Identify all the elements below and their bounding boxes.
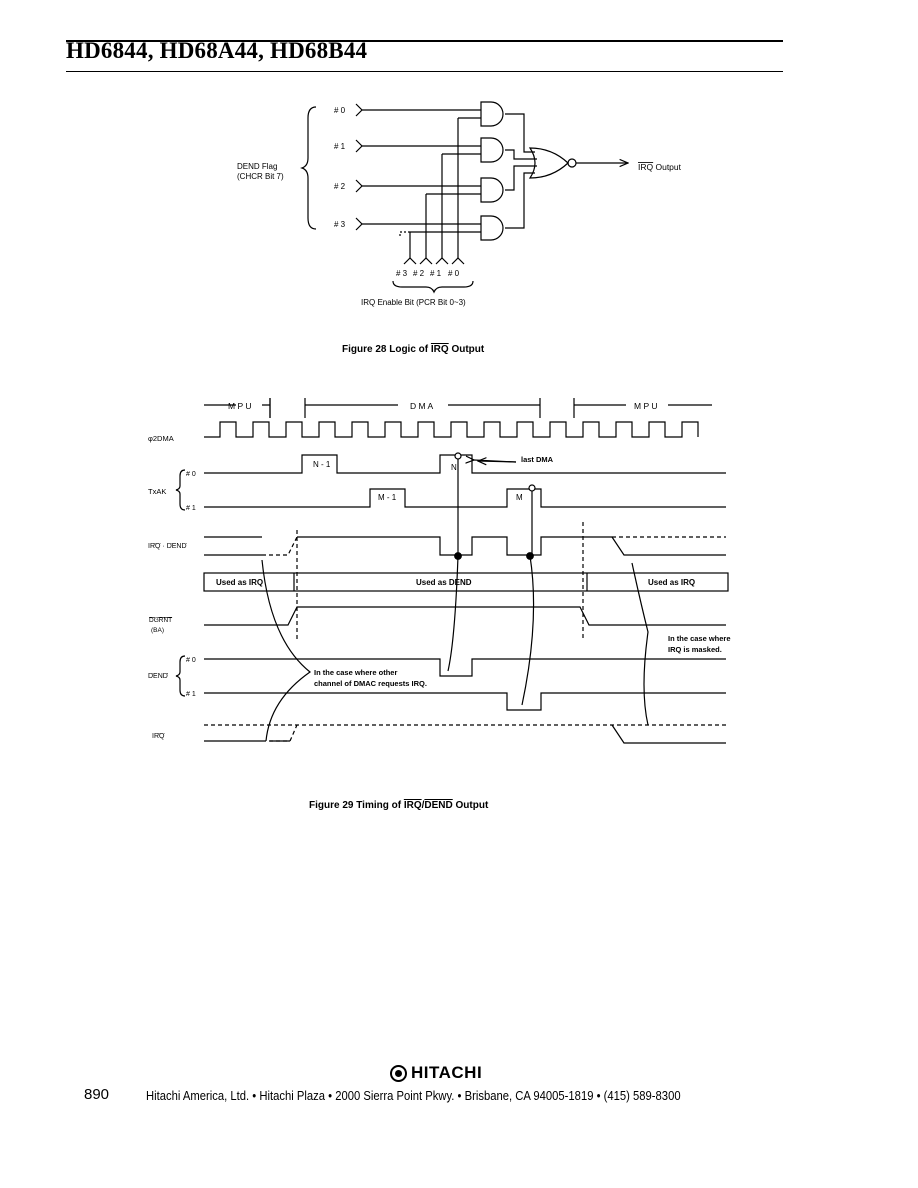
and-gate-3 [480,215,504,241]
note-last-dma: last DMA [521,455,554,464]
txak-ch1-label: # 1 [186,505,196,512]
signal-phi2dma: φ2DMA [148,434,174,443]
irq-waveform [204,724,726,744]
signal-ba: (BA) [151,627,164,634]
footer-address: Hitachi America, Ltd. • Hitachi Plaza • … [146,1089,681,1103]
note-other-channel-1: In the case where other [314,668,397,677]
page-header-title: HD6844, HD68A44, HD68B44 [66,38,368,63]
enable-bit-1: # 1 [430,269,442,278]
and-gate-1 [480,137,504,163]
enable-bit-0: # 0 [448,269,460,278]
hitachi-logo: HITACHI [390,1063,482,1083]
input0-chevron [355,103,363,117]
pulse-m: M [516,493,523,502]
input2-chevron [355,179,363,193]
dend-ch0-label: # 0 [186,657,196,664]
txak-ch0-label: # 0 [186,471,196,478]
hitachi-logo-text: HITACHI [411,1063,483,1082]
signal-irq-dend: IRQ · DEND [148,543,187,550]
txak1-waveform [204,488,726,508]
dend1-waveform [204,692,726,711]
used-as-dend: Used as DEND [416,578,472,587]
enable-bit-label: IRQ Enable Bit (PCR Bit 0~3) [361,298,466,307]
dend-ch1-label: # 1 [186,691,196,698]
used-as-irq-left: Used as IRQ [216,578,263,587]
pulse-n-minus-1: N - 1 [313,460,331,469]
figure28-diagram [300,101,628,294]
signal-txak: TxAK [148,487,166,496]
pulse-n: N [451,463,457,472]
page-number: 890 [84,1086,110,1103]
input-label-0: # 0 [334,106,346,115]
enable-bit-3: # 3 [396,269,408,278]
pulse-m-minus-1: M - 1 [378,493,397,502]
txak0-waveform [204,454,726,474]
signal-dend: DEND [148,673,168,680]
used-as-irq-right: Used as IRQ [648,578,695,587]
hitachi-logo-icon [390,1064,407,1082]
figure29-timing-diagram [175,398,729,744]
figure28-caption: Figure 28 Logic of IRQ Output [342,344,485,355]
chcr-bit-label: (CHCR Bit 7) [237,172,284,181]
header-rule-top [66,40,783,42]
dend-flag-brace [300,106,317,230]
and-gate-2 [480,177,504,203]
header-rule-bottom [66,71,783,72]
enable-brace [392,280,474,294]
and-gate-0 [480,101,504,127]
signal-dgrnt: DGRNT [149,617,172,624]
phi2dma-clock [204,421,699,438]
note-masked-1: In the case where [668,634,731,643]
phase-label-mpu-2: M P U [634,401,657,411]
note-other-channel-2: channel of DMAC requests IRQ. [314,679,427,688]
input-label-3: # 3 [334,220,346,229]
dend0-waveform [204,658,726,677]
figure29-caption: Figure 29 Timing of IRQ/DEND Output [309,800,489,811]
input-label-2: # 2 [334,182,346,191]
input1-chevron [355,139,363,153]
input3-chevron [355,217,363,231]
usage-bar [203,572,729,592]
irq-dend-waveform [204,536,726,556]
signal-irq: IRQ [152,733,165,740]
phase-label-mpu-1: M P U [228,401,251,411]
nor-gate [528,147,569,179]
irq-output-label: IRQ Output [638,162,682,172]
dend-flag-label: DEND Flag [237,162,277,171]
phase-label-dma: D M A [410,401,433,411]
dgrnt-waveform [204,606,726,626]
input-label-1: # 1 [334,142,346,151]
note-masked-2: IRQ is masked. [668,645,722,654]
enable-bit-2: # 2 [413,269,425,278]
